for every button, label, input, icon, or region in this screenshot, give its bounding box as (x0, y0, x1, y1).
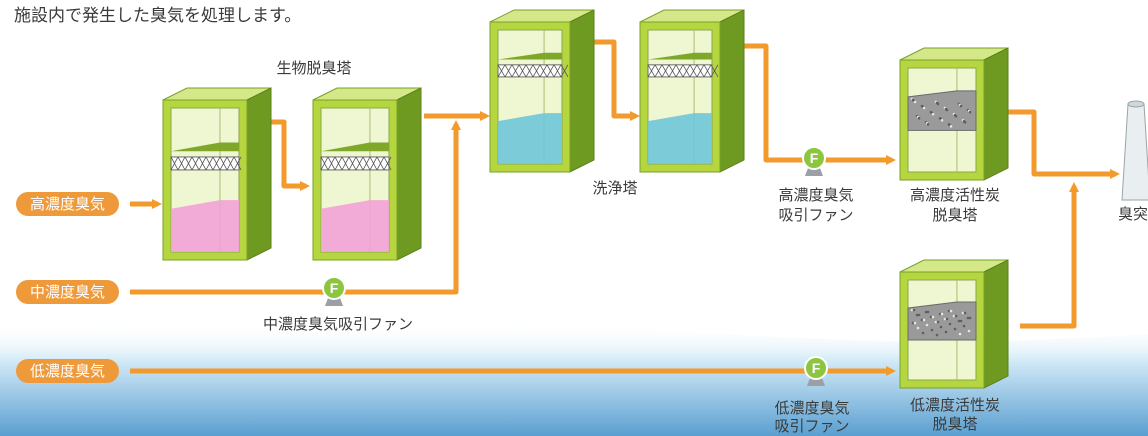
high-carbon-label-line1: 高濃度活性炭 (909, 186, 1001, 204)
input-low-pill: 低濃度臭気 (16, 359, 120, 383)
high-fan-label-line2: 吸引ファン (778, 206, 854, 224)
wash-tower-2 (639, 9, 745, 173)
bio-tower-2 (312, 87, 422, 261)
pipe-high-carbon-stack (1002, 109, 1120, 179)
mid-fan-label: 中濃度臭気吸引ファン (262, 315, 414, 333)
towers (162, 9, 1009, 389)
fan-mid: F (322, 276, 346, 306)
fan-low: F (804, 356, 828, 386)
stack-label: 臭突 (1118, 205, 1148, 223)
wash-tower-label: 洗浄塔 (592, 179, 638, 197)
exhaust-stack (1121, 100, 1148, 201)
pipe-mid-input (130, 120, 461, 295)
bio-tower-label: 生物脱臭塔 (276, 59, 352, 77)
fan-high: F (802, 146, 826, 176)
low-carbon-label-line2: 脱臭塔 (932, 415, 978, 433)
svg-text:F: F (330, 280, 339, 296)
svg-text:F: F (812, 360, 821, 376)
input-mid-pill: 中濃度臭気 (16, 280, 120, 304)
low-fan-label-line1: 低濃度臭気 (774, 399, 850, 417)
input-high-pill: 高濃度臭気 (16, 192, 120, 216)
pipe-wash2-high-carbon (742, 43, 896, 165)
low-fan-label-line2: 吸引ファン (774, 417, 850, 435)
pipe-wash1-wash2 (592, 39, 640, 121)
pipe-low-carbon-riser (1020, 182, 1079, 329)
high-carbon-label-line2: 脱臭塔 (932, 206, 978, 224)
bio-tower-1 (162, 87, 272, 261)
high-carbon-tower (899, 47, 1009, 181)
background-sky (0, 322, 1148, 436)
intro-text: 施設内で発生した臭気を処理します。 (14, 6, 302, 26)
svg-text:F: F (810, 150, 819, 166)
low-carbon-label-line1: 低濃度活性炭 (909, 396, 1001, 414)
low-carbon-tower (899, 259, 1009, 389)
pipes (130, 39, 1120, 376)
pipe-bio1-bio2 (270, 119, 310, 191)
high-fan-label-line1: 高濃度臭気 (778, 186, 854, 204)
wash-tower-1 (489, 9, 595, 173)
